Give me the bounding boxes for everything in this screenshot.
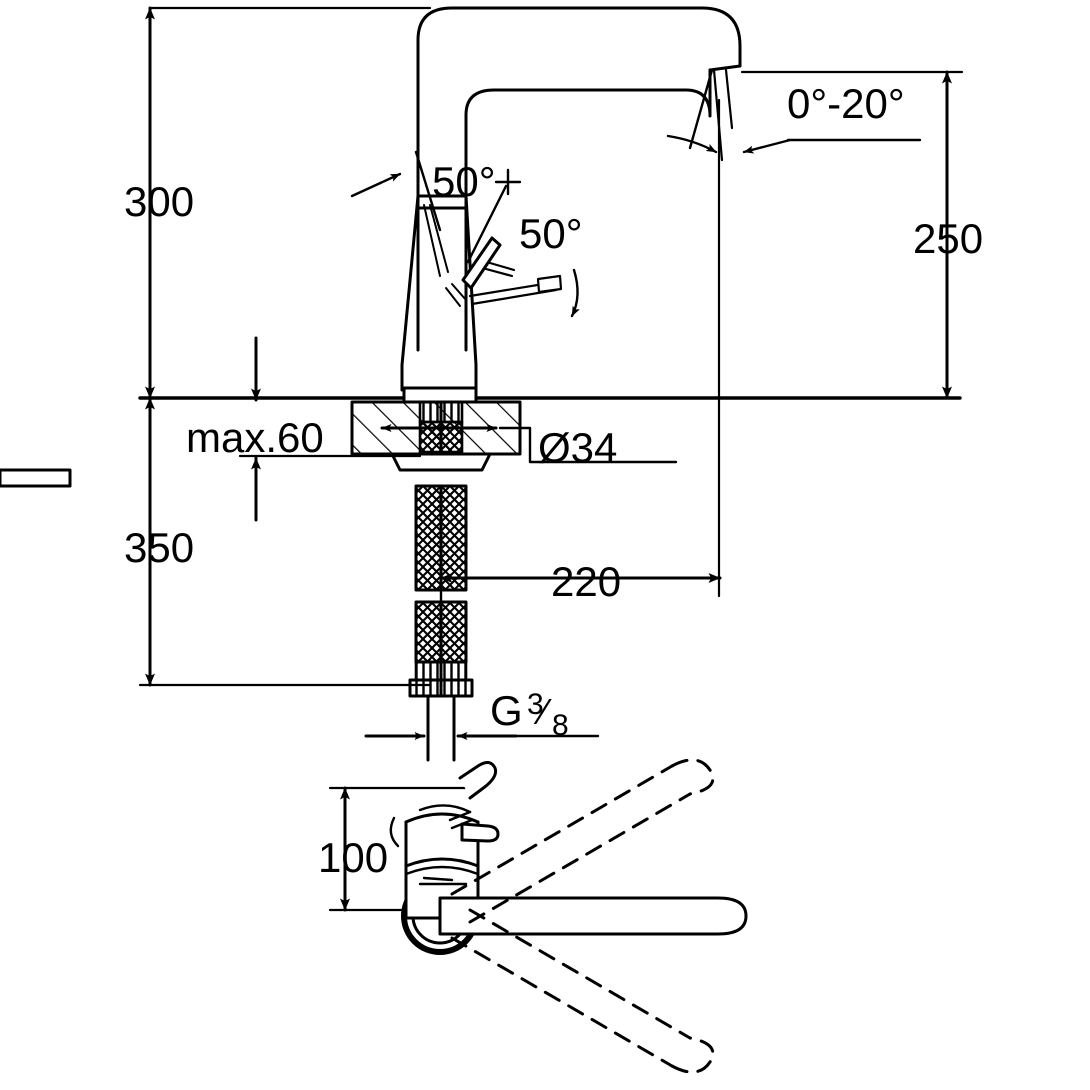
label-thread-denominator: 8 xyxy=(552,709,569,742)
label-angle-50-upper: 50° xyxy=(432,158,496,205)
label-angle-50-lower: 50° xyxy=(519,210,583,257)
angle-50-upper-leader xyxy=(350,150,522,264)
label-thread-numerator: 3 xyxy=(527,688,544,721)
label-dim-max60: max.60 xyxy=(186,414,324,461)
label-thread-g: G xyxy=(490,687,523,734)
label-dim-d34: Ø34 xyxy=(538,424,617,471)
label-dim-250: 250 xyxy=(913,215,983,262)
plan-view xyxy=(328,758,748,1074)
label-dim-300: 300 xyxy=(124,178,194,225)
dimension-250 xyxy=(740,70,964,400)
dimension-300 xyxy=(145,6,432,400)
lever-handle xyxy=(461,236,563,306)
hose-connector xyxy=(408,600,474,762)
label-dim-220: 220 xyxy=(551,558,621,605)
label-angle-0-20: 0°-20° xyxy=(787,80,905,127)
mounting-base xyxy=(0,386,492,488)
dimension-max60 xyxy=(238,336,422,522)
dimension-220 xyxy=(439,98,722,598)
angle-0-20-leader xyxy=(666,68,922,154)
dimension-350 xyxy=(138,396,432,687)
dimension-d34 xyxy=(380,424,678,464)
spout-outline xyxy=(416,6,742,352)
label-dim-100: 100 xyxy=(318,834,388,881)
threaded-shank xyxy=(414,484,468,622)
angle-50-lower-leader xyxy=(570,268,580,318)
label-dim-350: 350 xyxy=(124,524,194,571)
